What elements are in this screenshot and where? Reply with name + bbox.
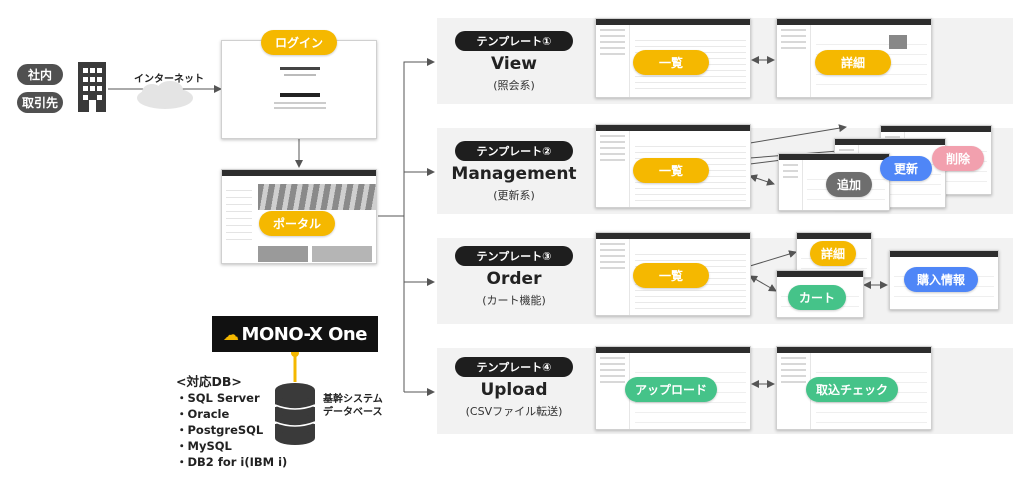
management-add-label: 追加 bbox=[826, 172, 872, 197]
db-item-sql-server: ・SQL Server bbox=[176, 391, 260, 405]
login-label: ログイン bbox=[261, 30, 337, 55]
view-list-label: 一覧 bbox=[633, 50, 709, 75]
db-caption-line2: データベース bbox=[323, 407, 383, 418]
template-1-sub: (照会系) bbox=[493, 79, 535, 92]
db-item-oracle: ・Oracle bbox=[176, 407, 230, 421]
db-heading: <対応DB> bbox=[176, 374, 242, 389]
view-detail-screen bbox=[776, 18, 932, 98]
template-3-badge: テンプレート③ bbox=[455, 246, 573, 266]
view-detail-label: 詳細 bbox=[815, 50, 891, 75]
template-4-badge: テンプレート④ bbox=[455, 357, 573, 377]
building-icon bbox=[78, 62, 106, 112]
management-update-label: 更新 bbox=[880, 156, 932, 181]
cloud-icon bbox=[137, 81, 193, 109]
db-caption: 基幹システム データベース bbox=[323, 393, 383, 419]
management-list-screen bbox=[595, 124, 751, 208]
internal-user-label: 社内 bbox=[17, 64, 63, 85]
partner-user-label: 取引先 bbox=[17, 92, 63, 113]
template-1-name: View bbox=[491, 54, 537, 74]
order-list-label: 一覧 bbox=[633, 263, 709, 288]
internet-label: インターネット bbox=[134, 74, 204, 85]
template-1-badge: テンプレート① bbox=[455, 31, 573, 51]
db-item-postgresql: ・PostgreSQL bbox=[176, 423, 264, 437]
db-item-db2: ・DB2 for i(IBM i) bbox=[176, 455, 288, 469]
template-4-name: Upload bbox=[480, 380, 548, 400]
management-list-label: 一覧 bbox=[633, 158, 709, 183]
logo-cloud-icon: ☁ bbox=[223, 324, 239, 344]
portal-label: ポータル bbox=[259, 211, 335, 236]
template-3-sub: (カート機能) bbox=[482, 294, 546, 307]
db-caption-line1: 基幹システム bbox=[323, 394, 383, 405]
order-purchase-label: 購入情報 bbox=[904, 267, 978, 292]
database-icon bbox=[274, 383, 316, 445]
login-screen bbox=[221, 40, 377, 139]
template-4-sub: (CSVファイル転送) bbox=[465, 405, 563, 418]
template-2-sub: (更新系) bbox=[493, 189, 535, 202]
management-delete-label: 削除 bbox=[932, 146, 984, 171]
order-detail-label: 詳細 bbox=[810, 241, 856, 266]
import-check-label: 取込チェック bbox=[806, 377, 898, 402]
logo-text: MONO-X One bbox=[241, 323, 368, 345]
template-2-name: Management bbox=[451, 164, 577, 184]
template-2-badge: テンプレート② bbox=[455, 141, 573, 161]
db-item-mysql: ・MySQL bbox=[176, 439, 232, 453]
order-cart-label: カート bbox=[788, 285, 846, 310]
mono-x-one-logo: ☁ MONO-X One bbox=[212, 316, 378, 352]
upload-label: アップロード bbox=[625, 377, 717, 402]
template-3-name: Order bbox=[486, 269, 542, 289]
